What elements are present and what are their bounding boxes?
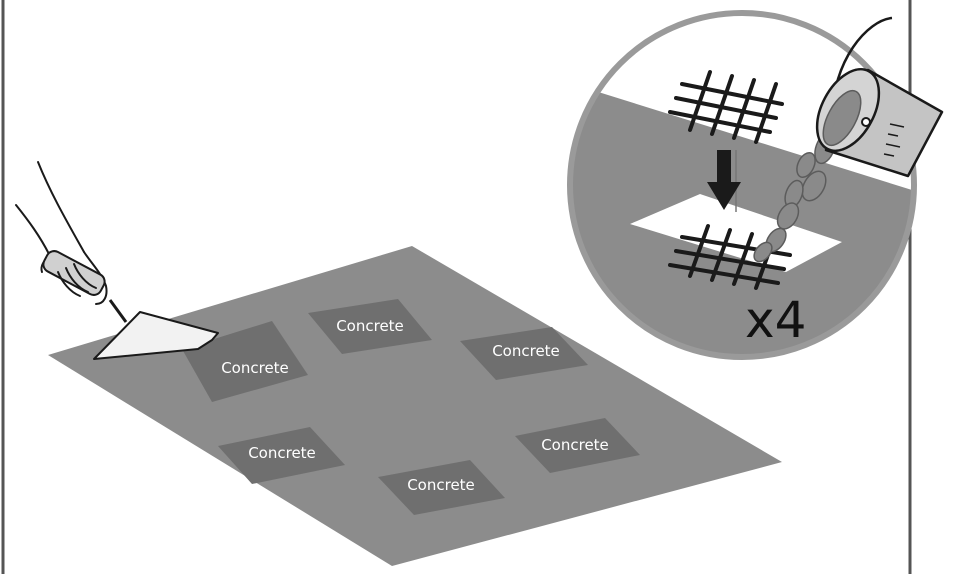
- slab: [48, 246, 782, 566]
- pad-label-1: Concrete: [221, 359, 289, 377]
- rebar-mesh-icon: [668, 70, 784, 144]
- pad-label-3: Concrete: [492, 342, 560, 360]
- trowel-icon: [93, 299, 219, 360]
- pad-2: Concrete: [308, 299, 432, 354]
- pad-label-5: Concrete: [407, 476, 475, 494]
- pad-3: Concrete: [460, 327, 588, 380]
- hand-icon: [15, 161, 108, 305]
- down-arrow-icon: [707, 150, 741, 212]
- footing-hole: [630, 194, 842, 272]
- bucket-icon: [815, 16, 944, 178]
- pad-5: Concrete: [378, 460, 505, 515]
- pad-1: Concrete: [182, 321, 308, 402]
- pad-4: Concrete: [218, 427, 345, 484]
- pad-label-2: Concrete: [336, 317, 404, 335]
- pad-label-6: Concrete: [541, 436, 609, 454]
- pad-label-4: Concrete: [248, 444, 316, 462]
- pad-6: Concrete: [515, 418, 640, 473]
- multiplier-label: x4: [745, 291, 806, 349]
